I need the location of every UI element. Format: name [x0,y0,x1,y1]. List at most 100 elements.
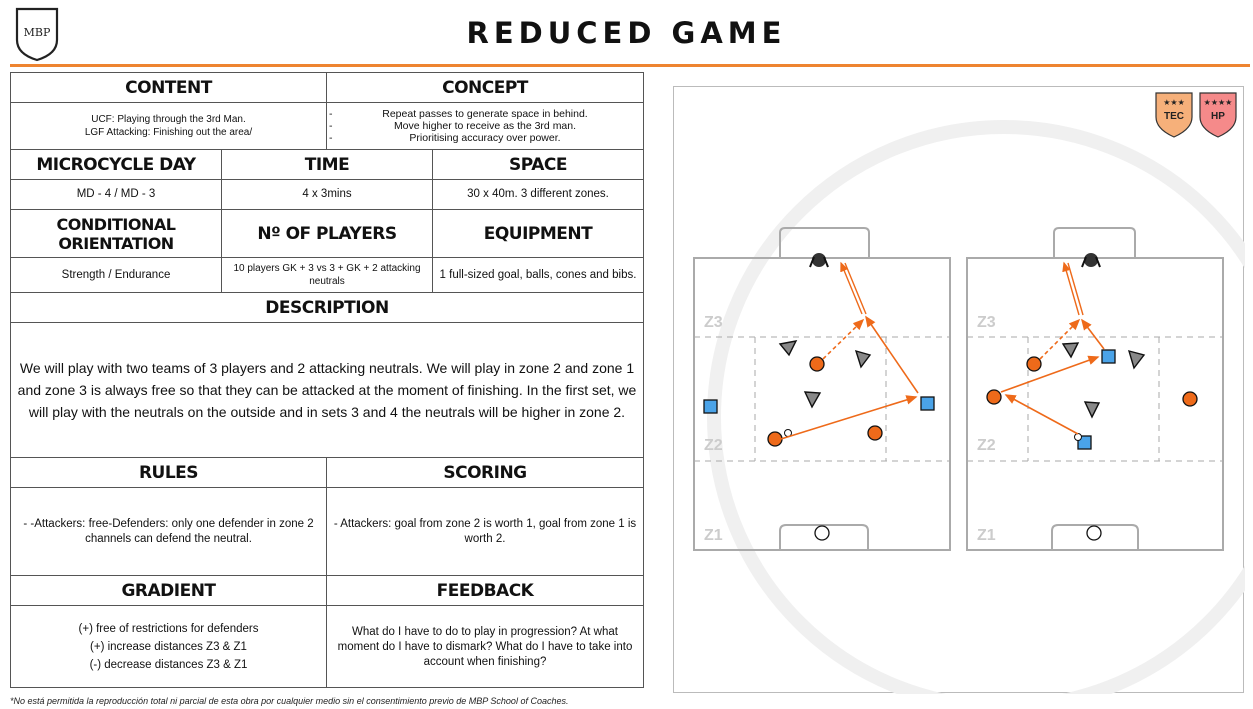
badge-stars: ★★★ [1163,98,1185,107]
scoring-text: - Attackers: goal from zone 2 is worth 1… [333,517,637,545]
gradient-cell: (+) free of restrictions for defenders (… [11,606,327,688]
zone-label-z1: Z1 [977,527,996,544]
drill-diagram: ★★★ TEC ★★★★ HP Z3 Z2 Z1 [693,92,1245,694]
equipment-value: 1 full-sized goal, balls, cones and bibs… [439,268,637,281]
feedback-header: FEEDBACK [436,580,534,601]
logo-text: MBP [24,26,51,39]
description-text: We will play with two teams of 3 players… [17,360,637,420]
neutral-player [703,399,718,414]
row-orientation-players-equipment-header: CONDITIONAL ORIENTATION Nº OF PLAYERS EQ… [11,210,643,258]
concept-item: Move higher to receive as the 3rd man. [327,120,643,132]
shot-arrow [840,261,863,315]
pass-arrow [1000,355,1100,393]
badge-hp: ★★★★ HP [1199,92,1237,138]
attacker-player [809,356,825,372]
badge-label: HP [1211,111,1225,122]
content-cell: UCF: Playing through the 3rd Man. LGF At… [11,103,327,149]
defender-player [803,391,822,409]
gradient-header: GRADIENT [11,576,327,605]
content-line: LGF Attacking: Finishing out the area/ [84,127,253,138]
goalkeeper-bottom [1086,525,1102,541]
gradient-line: (+) increase distances Z3 & Z1 [90,641,247,653]
row-orientation-players-equipment: Strength / Endurance 10 players GK + 3 v… [11,258,643,293]
zone-label-z1: Z1 [704,527,723,544]
rules-header: RULES [11,458,327,487]
attacker-player [1182,391,1198,407]
badge-tec: ★★★ TEC [1155,92,1193,138]
attacker-player [767,429,792,447]
mbp-logo: MBP [15,7,59,62]
row-rules-scoring: - -Attackers: free-Defenders: only one d… [11,488,643,576]
rules-text: - -Attackers: free-Defenders: only one d… [11,488,327,575]
microcycle-header: MICROCYCLE DAY [11,150,222,179]
badge-stars: ★★★★ [1204,98,1233,107]
page-title: REDUCED GAME [466,16,787,50]
zone-label-z2: Z2 [977,437,996,454]
defender-player [1127,350,1146,370]
pitch-left: Z3 Z2 Z1 [693,227,951,551]
shot-arrow [1062,261,1080,316]
pass-arrow [780,395,918,440]
row-day-time-space-header: MICROCYCLE DAY TIME SPACE [11,150,643,180]
space-value: 30 x 40m. 3 different zones. [467,188,609,200]
pass-arrow [865,315,919,394]
row-gradient-feedback: (+) free of restrictions for defenders (… [11,606,643,688]
shot-arrow [844,262,867,315]
neutral-player [920,396,935,411]
orientation-value: Strength / Endurance [11,258,222,292]
microcycle-value: MD - 4 / MD - 3 [11,180,222,209]
defender-player [854,349,872,369]
bottom-box [1051,524,1139,550]
pitch-right: Z3 Z2 Z1 [966,227,1224,551]
orientation-header: CONDITIONAL ORIENTATION [11,210,222,257]
defender-player [778,340,798,357]
players-header: Nº OF PLAYERS [222,210,433,257]
players-value: 10 players GK + 3 vs 3 + GK + 2 attackin… [222,258,433,292]
row-gradient-feedback-header: GRADIENT FEEDBACK [11,576,643,606]
goalkeeper-top [1081,253,1101,268]
top-goal [779,227,870,258]
neutral-player [1101,349,1116,364]
defender-player [1083,401,1101,419]
orange-divider [10,64,1250,67]
drill-diagram-panel: ★★★ TEC ★★★★ HP Z3 Z2 Z1 [673,86,1245,694]
run-arrow [1039,318,1081,360]
goalkeeper-top [809,253,829,268]
zone-label-z3: Z3 [977,314,996,331]
feedback-text: What do I have to do to play in progress… [337,625,633,668]
content-header: CONTENT [11,73,327,102]
goalkeeper-bottom [814,525,830,541]
pass-arrow [1081,318,1105,350]
content-line: UCF: Playing through the 3rd Man. [91,114,246,125]
row-content-concept: UCF: Playing through the 3rd Man. LGF At… [11,103,643,150]
pass-arrow [1004,394,1079,435]
concept-cell: Repeat passes to generate space in behin… [327,103,643,149]
time-header: TIME [222,150,433,179]
session-sheet: CONTENT CONCEPT UCF: Playing through the… [10,72,644,688]
concept-item: Prioritising accuracy over power. [327,132,643,144]
neutral-player [1074,433,1092,450]
run-arrow [822,318,865,360]
shot-arrow [1067,262,1084,316]
description-header: DESCRIPTION [265,297,389,318]
attacker-player [1026,356,1042,372]
row-content-concept-header: CONTENT CONCEPT [11,73,643,103]
time-value: 4 x 3mins [222,180,433,209]
row-description-header: DESCRIPTION [11,293,643,323]
gradient-line: (+) free of restrictions for defenders [78,623,259,635]
concept-header: CONCEPT [442,77,528,98]
attacker-player [867,425,883,441]
zone-label-z3: Z3 [704,314,723,331]
bottom-box [779,524,869,550]
defender-player [1061,342,1080,359]
attacker-player [986,389,1002,405]
concept-list: Repeat passes to generate space in behin… [327,108,643,144]
zone-label-z2: Z2 [704,437,723,454]
space-header: SPACE [509,154,567,175]
watermark-circle [707,120,1245,694]
scoring-header: SCORING [443,462,527,483]
copyright-footer: *No está permitida la reproducción total… [10,696,569,706]
gradient-line: (-) decrease distances Z3 & Z1 [89,659,248,671]
row-rules-scoring-header: RULES SCORING [11,458,643,488]
concept-item: Repeat passes to generate space in behin… [327,108,643,120]
